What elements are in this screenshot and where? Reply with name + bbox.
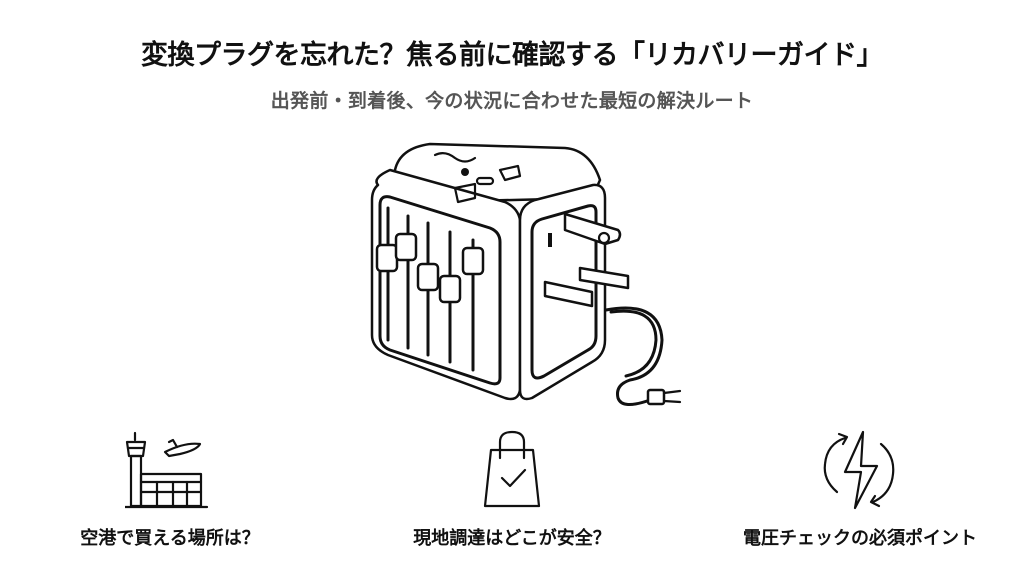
feature-label: 現地調達はどこが安全？ — [413, 528, 611, 549]
universal-travel-adapter-icon — [370, 142, 682, 406]
feature-label: 空港で買える場所は？ — [80, 528, 260, 549]
feature-voltage-check[interactable]: 電圧チェックの必須ポイント — [710, 430, 1010, 550]
feature-airport[interactable]: 空港で買える場所は？ — [20, 430, 320, 550]
page-title: 変換プラグを忘れた？焦る前に確認する「リカバリーガイド」 — [141, 40, 884, 71]
voltage-lightning-cycle-icon — [823, 430, 895, 510]
airport-tower-plane-icon — [125, 431, 209, 509]
page-subtitle: 出発前・到着後、今の状況に合わせた最短の解決ルート — [270, 90, 754, 112]
feature-local-purchase[interactable]: 現地調達はどこが安全？ — [362, 430, 662, 550]
feature-label: 電圧チェックの必須ポイント — [743, 528, 977, 549]
shopping-bag-check-icon — [483, 430, 541, 508]
